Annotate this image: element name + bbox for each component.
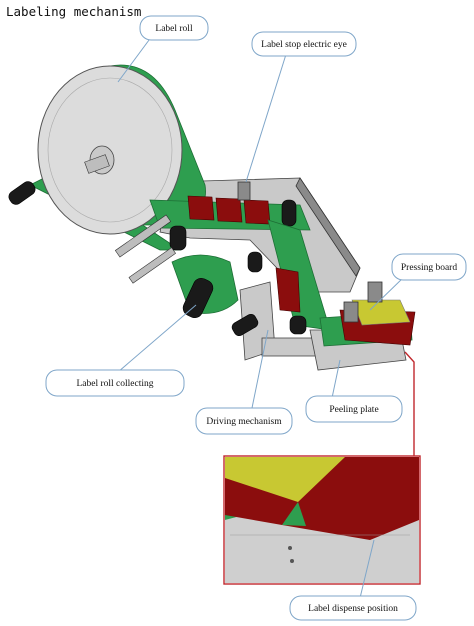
callout-label-roll: Label roll (117, 15, 209, 83)
detail-connector (404, 351, 415, 470)
callout-label-roll-collecting: Label roll collecting (45, 304, 197, 397)
detail-screw (290, 559, 294, 563)
leader-line (251, 329, 269, 409)
collecting-roll-core (182, 277, 214, 319)
callout-box (251, 31, 357, 57)
callout-label-stop-electric-eye: Label stop electric eye (245, 31, 357, 183)
callout-label-roll-text: Label roll (155, 24, 193, 34)
peeling-head-assembly (309, 281, 416, 371)
diagram-title: Labeling mechanism (6, 4, 141, 19)
callout-box (45, 369, 185, 397)
detail-screw (288, 546, 292, 550)
support-rod (128, 247, 177, 284)
frame-edge (295, 177, 361, 277)
label-piece (243, 199, 271, 225)
electric-eye-sensor (237, 181, 251, 201)
callout-peeling-plate: Peeling plate (305, 359, 403, 423)
callout-driving-mechanism-text: Driving mechanism (206, 417, 282, 427)
callout-box (139, 15, 209, 41)
detail-pressing-board (225, 457, 345, 502)
leader-line (369, 275, 406, 311)
callout-box (195, 407, 293, 435)
leader-line (245, 47, 289, 183)
support-rod (114, 214, 172, 258)
leader-line (331, 359, 341, 399)
driving-mechanism-assembly (231, 251, 319, 361)
roller-icon (169, 225, 187, 251)
callout-peeling-plate-text: Peeling plate (329, 405, 378, 415)
callout-box (391, 253, 467, 281)
machine-illustration (8, 64, 416, 371)
leader-line (117, 35, 153, 83)
callout-box (289, 595, 417, 621)
pressing-board-bracket (367, 281, 383, 303)
label-piece (275, 267, 301, 313)
label-piece (187, 195, 215, 221)
detail-web-gap (282, 502, 306, 526)
callout-pressing-board: Pressing board (369, 253, 467, 311)
callout-electric-eye-text: Label stop electric eye (261, 40, 347, 50)
callout-driving-mechanism: Driving mechanism (195, 329, 293, 435)
roll-shaft (84, 154, 110, 174)
detail-inset (223, 351, 421, 585)
pressing-board-bracket (343, 301, 359, 323)
pressing-board (351, 299, 411, 326)
label-roll (37, 64, 206, 235)
label-roll-collecting-assembly (171, 254, 239, 319)
roller-icon (231, 313, 259, 337)
roller-icon (8, 181, 36, 205)
callout-roll-collecting-text: Label roll collecting (76, 379, 153, 389)
roller-icon (281, 199, 297, 227)
leader-line (359, 539, 375, 599)
roller-icon (247, 251, 263, 273)
roller-icon (289, 315, 307, 335)
callout-box (305, 395, 403, 423)
label-piece (215, 197, 243, 223)
callout-label-dispense-position: Label dispense position (289, 539, 417, 621)
driver-base (261, 337, 319, 357)
callout-pressing-board-text: Pressing board (401, 263, 457, 273)
leader-line (117, 304, 197, 373)
label-roll-disc-inner (47, 77, 173, 223)
callout-dispense-position-text: Label dispense position (308, 604, 398, 614)
